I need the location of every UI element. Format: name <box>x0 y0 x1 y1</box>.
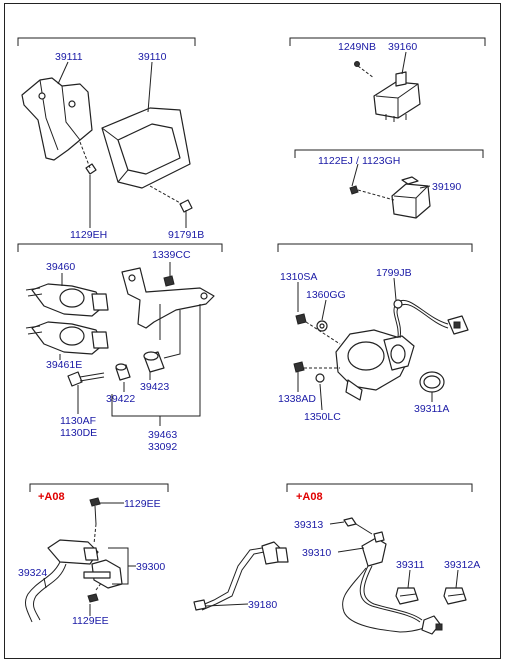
bolt-1129EE-top <box>89 497 101 545</box>
ecu-leaders <box>57 61 187 228</box>
sensor-leaders <box>59 262 201 426</box>
label-1799JB: 1799JB <box>376 267 412 279</box>
label-1122EJ: 1122EJ <box>318 155 353 167</box>
bracket-39312A <box>443 587 467 605</box>
label-1310SA: 1310SA <box>280 271 317 283</box>
label-39461E: 39461E <box>46 359 82 371</box>
label-1249NB: 1249NB <box>338 41 376 53</box>
label-1129EE-bottom: 1129EE <box>72 615 109 627</box>
label-1360GG: 1360GG <box>306 289 346 301</box>
bushing-39423 <box>143 351 165 373</box>
distributor-fasteners <box>293 313 328 383</box>
group-brackets <box>17 37 486 492</box>
label-1130AF: 1130AF <box>60 415 96 427</box>
label-39110: 39110 <box>138 51 167 63</box>
ecu-unit-39110 <box>101 107 191 189</box>
distributor-leaders <box>297 277 433 411</box>
sensor-bracket <box>121 267 215 329</box>
bolt-1130AF <box>67 371 105 387</box>
label-39190: 39190 <box>432 181 461 193</box>
hose-39324 <box>25 561 67 623</box>
label-39311: 39311 <box>396 559 425 571</box>
bolt-1129EE-bottom <box>87 581 103 603</box>
label-39324: 39324 <box>18 567 47 579</box>
label-39313: 39313 <box>294 519 323 531</box>
screw-1249NB <box>354 61 375 79</box>
screw-1122EJ <box>349 185 395 201</box>
label-39160: 39160 <box>388 41 417 53</box>
right-a08-leaders <box>329 521 459 589</box>
variant-left: +A08 <box>38 491 65 503</box>
label-39460: 39460 <box>46 261 75 273</box>
label-39300: 39300 <box>136 561 165 573</box>
ecu-bracket-39111 <box>21 77 93 161</box>
sensor-39180 <box>193 541 289 611</box>
relay-39160 <box>373 71 421 122</box>
nut-1339CC <box>163 275 175 287</box>
bracket-39311 <box>395 587 419 605</box>
collar-39422 <box>115 363 131 381</box>
label-39312A: 39312A <box>444 559 480 571</box>
label-1129EE-top: 1129EE <box>124 498 161 510</box>
distributor-assembly <box>335 329 415 401</box>
label-39423: 39423 <box>140 381 169 393</box>
label-1123GH: 1123GH <box>362 155 400 167</box>
sensor-39460 <box>25 283 109 317</box>
relay-39190 <box>391 176 431 219</box>
left-a08-leaders <box>43 502 136 616</box>
variant-right: +A08 <box>296 491 323 503</box>
label-91791B: 91791B <box>168 229 204 241</box>
diagram-frame <box>4 3 501 659</box>
oring-39311A <box>419 371 445 393</box>
label-39422: 39422 <box>106 393 135 405</box>
label-1350LC: 1350LC <box>304 411 341 423</box>
label-separator: / <box>356 155 359 167</box>
label-39311A: 39311A <box>414 403 449 415</box>
sensor-wire-1799JB <box>393 299 469 339</box>
ecu-screw <box>85 163 193 213</box>
harness-39310 <box>342 565 443 635</box>
label-1338AD: 1338AD <box>278 393 316 405</box>
label-1129EH: 1129EH <box>70 229 107 241</box>
label-39463: 39463 <box>148 429 177 441</box>
label-39111: 39111 <box>55 51 83 63</box>
label-1339CC: 1339CC <box>152 249 191 261</box>
label-39180: 39180 <box>248 599 277 611</box>
label-1130DE: 1130DE <box>60 427 97 439</box>
sensor-39310 <box>343 517 387 567</box>
label-39310: 39310 <box>302 547 331 559</box>
sensor-39461E <box>25 321 109 355</box>
label-33092: 33092 <box>148 441 177 453</box>
